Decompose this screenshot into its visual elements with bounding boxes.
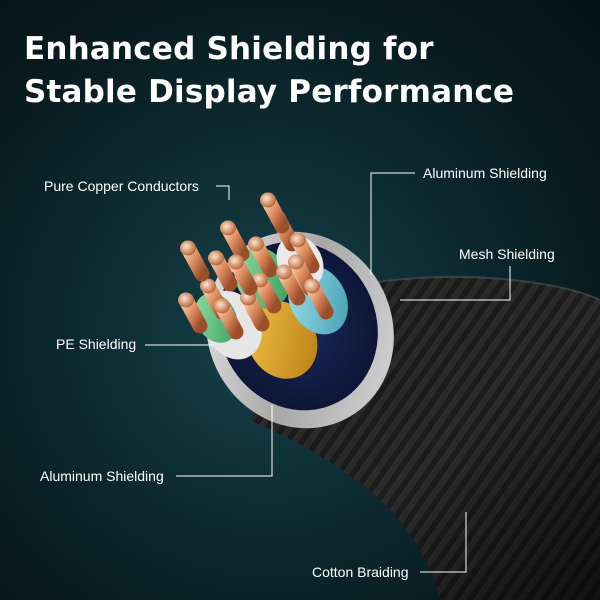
copper-wire-tip: [276, 264, 292, 280]
copper-wire-tip: [260, 192, 276, 208]
copper-wire-tip: [178, 292, 194, 308]
headline: Enhanced Shielding for Stable Display Pe…: [24, 28, 514, 114]
copper-wire-tip: [220, 220, 236, 236]
copper-wire-tip: [208, 250, 224, 266]
headline-line-2: Stable Display Performance: [24, 74, 515, 110]
copper-wire-tip: [248, 236, 264, 252]
copper-wire-tip: [288, 254, 304, 270]
label-pure-copper-conductors: Pure Copper Conductors: [44, 178, 199, 194]
label-cotton-braiding: Cotton Braiding: [312, 564, 409, 580]
label-mesh-shielding: Mesh Shielding: [459, 246, 555, 262]
label-aluminum-shielding-top: Aluminum Shielding: [423, 165, 547, 181]
copper-wire-tip: [180, 240, 196, 256]
label-aluminum-shielding-bottom: Aluminum Shielding: [40, 468, 164, 484]
label-pe-shielding: PE Shielding: [56, 336, 137, 352]
copper-conductors: [178, 192, 334, 340]
copper-wire-tip: [200, 278, 216, 294]
copper-wire-tip: [304, 278, 320, 294]
copper-wire-tip: [290, 232, 306, 248]
headline-line-1: Enhanced Shielding for: [24, 31, 434, 67]
copper-wire-tip: [214, 298, 230, 314]
copper-wire-tip: [228, 254, 244, 270]
